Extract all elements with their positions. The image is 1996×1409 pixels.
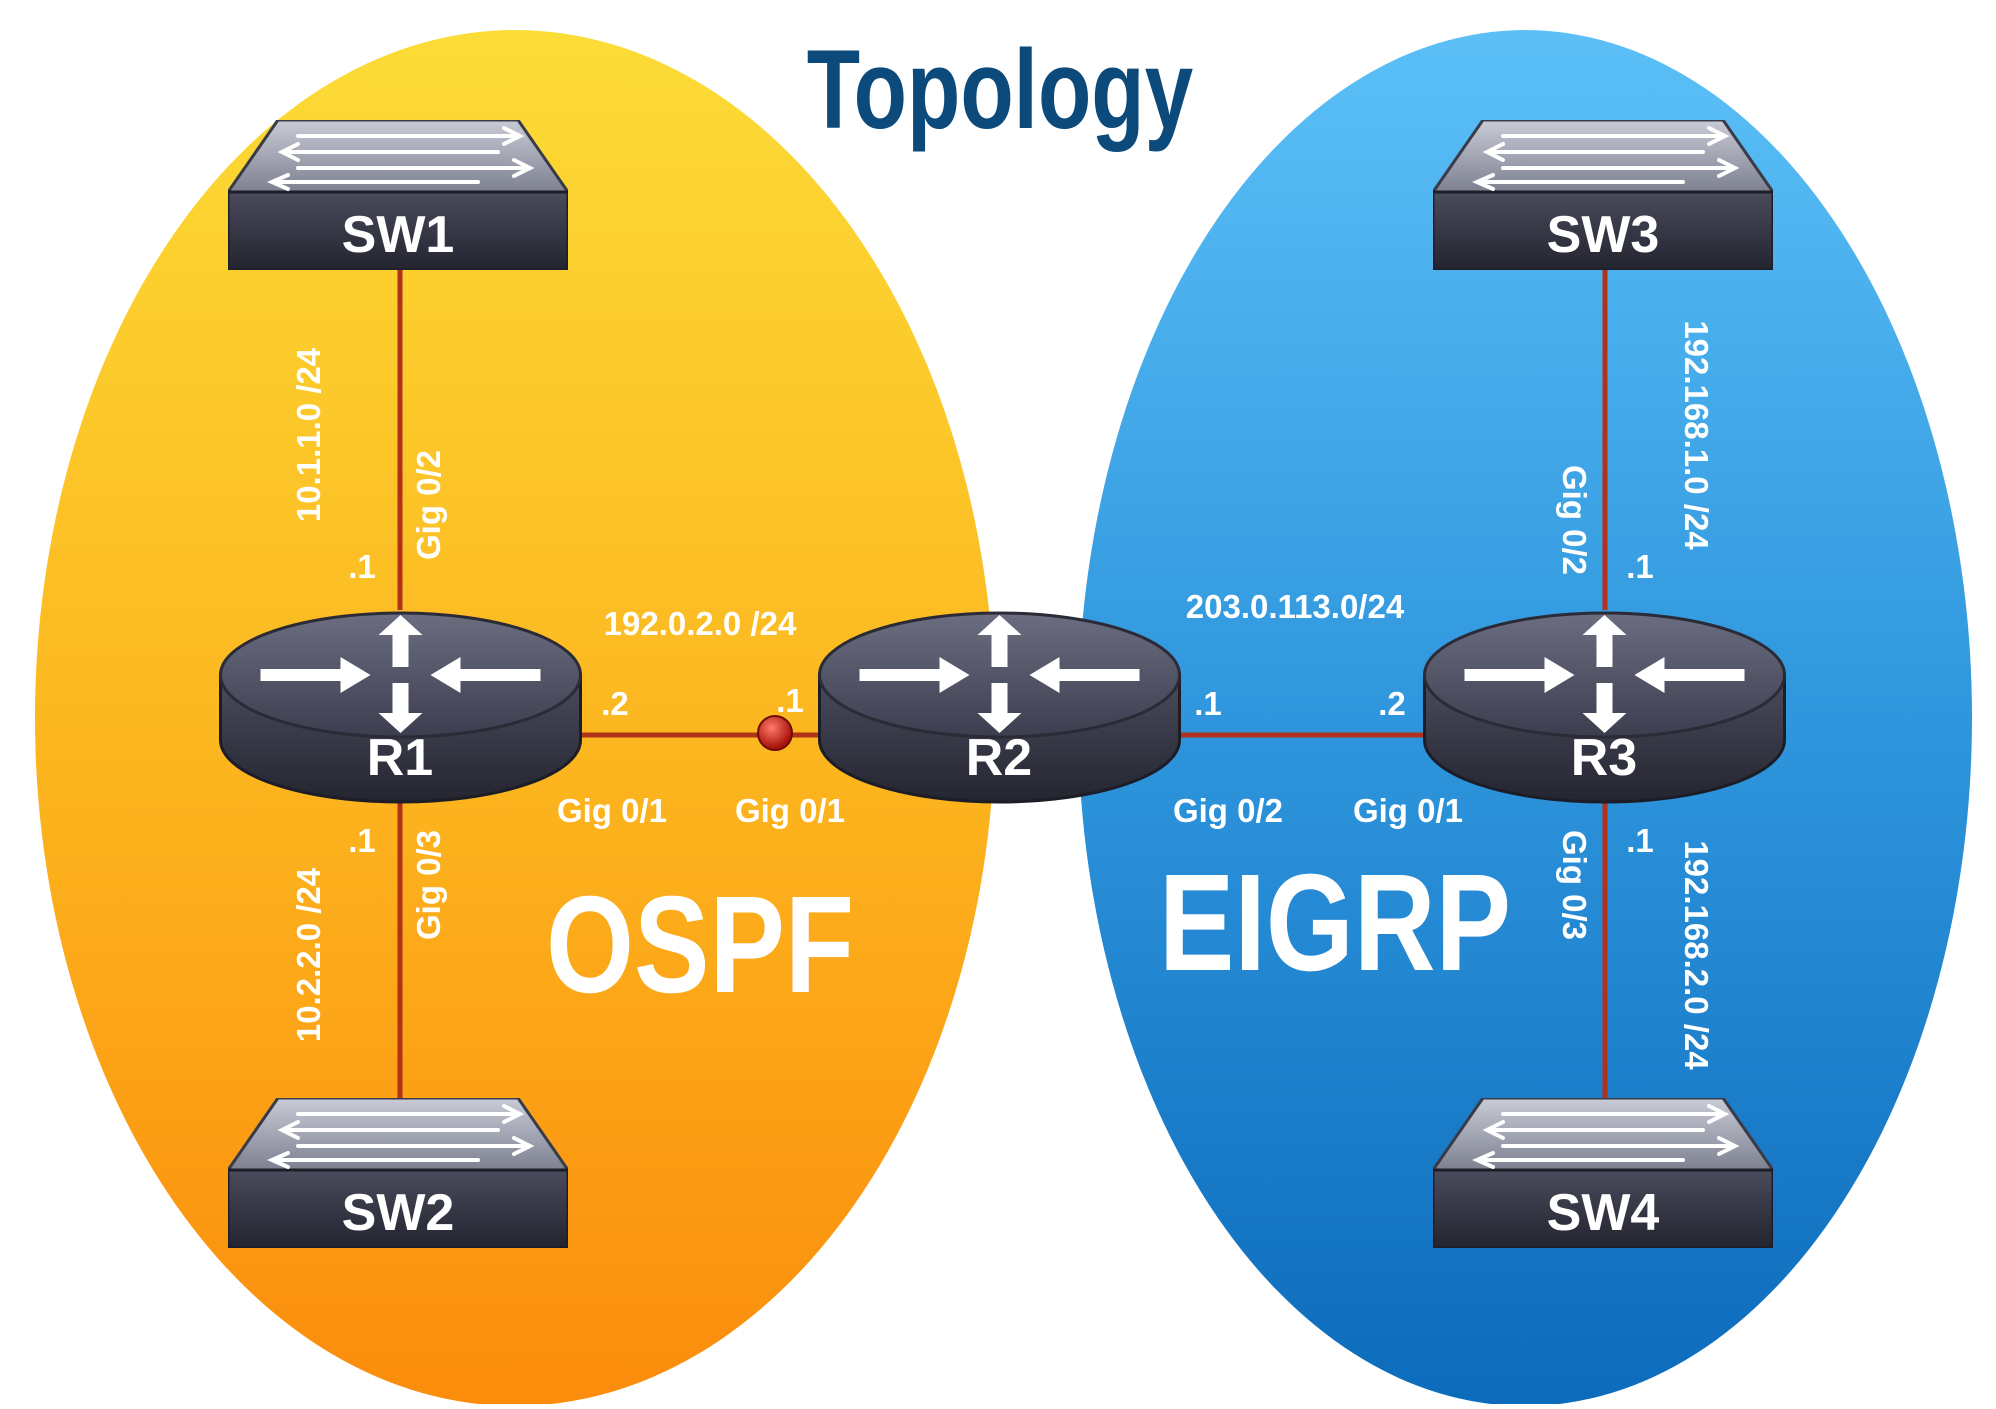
interface-marker: [757, 715, 793, 751]
device-label: SW4: [1547, 1184, 1660, 1242]
host-label: .2: [1378, 685, 1406, 722]
host-label: .2: [601, 685, 629, 722]
switch-sw4[interactable]: SW4: [1433, 1098, 1773, 1248]
interface-label: Gig 0/2: [410, 450, 447, 560]
host-label: .1: [776, 682, 804, 719]
host-label: .1: [1626, 548, 1654, 585]
interface-label: Gig 0/1: [1353, 792, 1463, 829]
host-label: .1: [1194, 685, 1222, 722]
switch-sw2[interactable]: SW2: [228, 1098, 568, 1248]
network-label: 192.0.2.0 /24: [604, 605, 797, 642]
interface-label: Gig 0/2: [1556, 465, 1593, 575]
device-label: SW1: [342, 206, 455, 264]
router-r1[interactable]: R1: [218, 611, 583, 804]
network-label: 192.168.1.0 /24: [1678, 320, 1715, 550]
host-label: .1: [348, 548, 376, 585]
device-label: R2: [966, 729, 1032, 787]
interface-label: Gig 0/2: [1173, 792, 1283, 829]
interface-label: Gig 0/1: [735, 792, 845, 829]
interface-label: Gig 0/1: [557, 792, 667, 829]
host-label: .1: [1626, 822, 1654, 859]
interface-label: Gig 0/3: [410, 830, 447, 940]
ospf-label: OSPF: [546, 867, 854, 1021]
interface-label: Gig 0/3: [1556, 830, 1593, 940]
network-label: 203.0.113.0/24: [1186, 588, 1405, 625]
network-label: 10.2.2.0 /24: [290, 867, 327, 1042]
router-r3[interactable]: R3: [1422, 611, 1787, 804]
router-r2[interactable]: R2: [817, 611, 1182, 804]
network-label: 10.1.1.0 /24: [290, 347, 327, 522]
device-label: R3: [1571, 729, 1637, 787]
device-label: SW2: [342, 1184, 455, 1242]
page-title: Topology: [807, 28, 1194, 153]
switch-sw1[interactable]: SW1: [228, 120, 568, 270]
device-label: R1: [367, 729, 433, 787]
eigrp-label: EIGRP: [1159, 845, 1511, 999]
switch-sw3[interactable]: SW3: [1433, 120, 1773, 270]
network-label: 192.168.2.0 /24: [1678, 840, 1715, 1070]
host-label: .1: [348, 822, 376, 859]
device-label: SW3: [1547, 206, 1660, 264]
